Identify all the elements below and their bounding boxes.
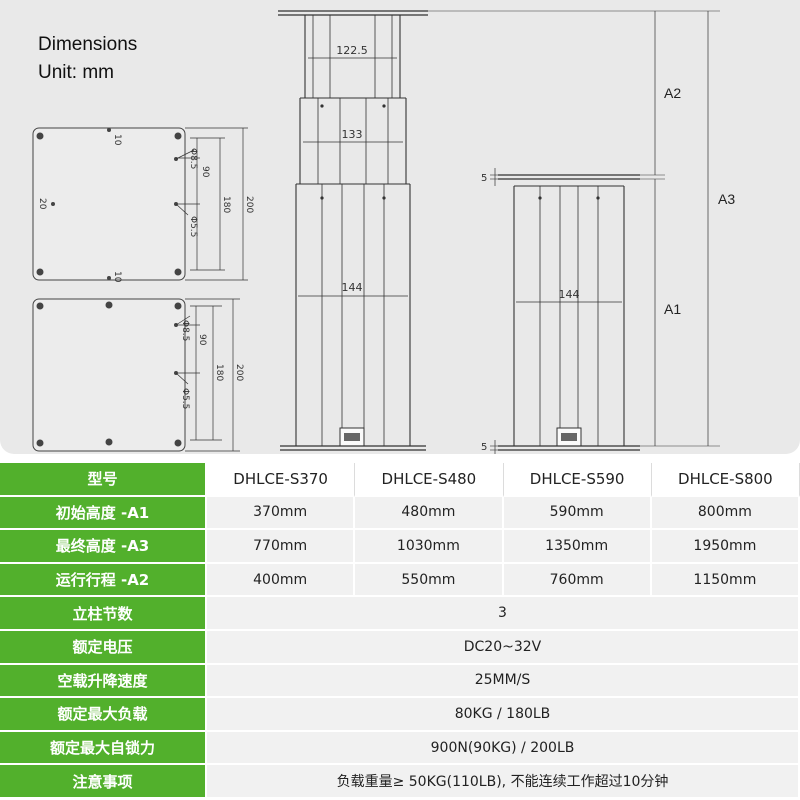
model-name: DHLCE-S590	[503, 463, 652, 497]
top-plate-thickness: 5	[481, 173, 487, 184]
row-value: 370mm	[207, 496, 356, 531]
model-name: DHLCE-S480	[355, 463, 504, 497]
plate-bottom-dim-90: 90	[197, 334, 207, 346]
bottom-plate-thickness: 5	[481, 442, 487, 453]
row-value: 760mm	[503, 563, 652, 598]
row-value: 480mm	[355, 496, 504, 531]
table-row: 额定最大自锁力 900N(90KG) / 200LB	[0, 731, 800, 766]
plate-top-dim-180: 180	[221, 196, 231, 213]
plate-top-dim-phi85: Φ8.5	[188, 148, 198, 169]
plate-top-dim-10-top: 10	[112, 134, 122, 146]
row-label: 注意事项	[0, 765, 207, 799]
model-name: DHLCE-S370	[207, 463, 356, 497]
bottom-mounting-plate	[32, 298, 240, 452]
row-value: 400mm	[207, 563, 356, 598]
row-label: 空载升降速度	[0, 664, 207, 699]
top-mounting-plate	[32, 127, 248, 281]
row-value: 负载重量≥ 50KG(110LB), 不能连续工作超过10分钟	[207, 765, 800, 799]
spec-table: 型号 DHLCE-S370 DHLCE-S480 DHLCE-S590 DHLC…	[0, 463, 800, 799]
extended-column-drawing	[278, 10, 428, 451]
row-value: 550mm	[355, 563, 504, 598]
row-value: DC20~32V	[207, 630, 800, 665]
row-value: 800mm	[651, 496, 800, 531]
table-row: 最终高度 -A3 770mm 1030mm 1350mm 1950mm	[0, 530, 800, 564]
unit-heading: Unit: mm	[38, 62, 114, 83]
table-row: 额定最大负载 80KG / 180LB	[0, 698, 800, 732]
dimensions-heading: Dimensions	[38, 34, 138, 55]
row-label: 额定电压	[0, 630, 207, 665]
plate-bottom-dim-180: 180	[214, 364, 224, 381]
label-a2: A2	[664, 85, 681, 101]
plate-top-dim-10-bottom: 10	[112, 271, 122, 283]
table-row: 初始高度 -A1 370mm 480mm 590mm 800mm	[0, 496, 800, 531]
column-dim-outer: 144	[342, 281, 363, 294]
plate-top-dim-phi55: Φ5.5	[188, 216, 198, 237]
table-row: 空载升降速度 25MM/S	[0, 664, 800, 699]
row-label: 立柱节数	[0, 597, 207, 631]
plate-bottom-dim-200: 200	[234, 364, 244, 381]
row-value: 770mm	[207, 530, 356, 564]
technical-drawing: 10 20 Φ8.5 90 180 200 Φ5.5 10	[32, 10, 735, 454]
row-label: 初始高度 -A1	[0, 496, 207, 531]
table-row: 额定电压 DC20~32V	[0, 630, 800, 665]
column-dim-inner: 122.5	[336, 44, 368, 57]
row-value: 80KG / 180LB	[207, 698, 800, 732]
row-value: 1950mm	[651, 530, 800, 564]
plate-top-dim-200: 200	[244, 196, 254, 213]
plate-top-dim-20: 20	[37, 198, 47, 210]
header-label: 型号	[0, 463, 207, 497]
plate-bottom-dim-phi85: Φ8.5	[180, 320, 190, 341]
row-value: 1150mm	[651, 563, 800, 598]
row-value: 1350mm	[503, 530, 652, 564]
row-value: 25MM/S	[207, 664, 800, 699]
row-value: 1030mm	[355, 530, 504, 564]
retracted-column-drawing	[428, 10, 720, 454]
row-label: 运行行程 -A2	[0, 563, 207, 598]
table-row: 运行行程 -A2 400mm 550mm 760mm 1150mm	[0, 563, 800, 598]
label-a1: A1	[664, 301, 681, 317]
plate-top-dim-90: 90	[200, 166, 210, 178]
row-value: 590mm	[503, 496, 652, 531]
row-value: 900N(90KG) / 200LB	[207, 731, 800, 766]
table-row: 注意事项 负载重量≥ 50KG(110LB), 不能连续工作超过10分钟	[0, 765, 800, 799]
table-row: 立柱节数 3	[0, 597, 800, 631]
row-label: 最终高度 -A3	[0, 530, 207, 564]
row-label: 额定最大负载	[0, 698, 207, 732]
table-header-row: 型号 DHLCE-S370 DHLCE-S480 DHLCE-S590 DHLC…	[0, 463, 800, 497]
retracted-dim-outer: 144	[559, 288, 580, 301]
row-label: 额定最大自锁力	[0, 731, 207, 766]
label-a3: A3	[718, 191, 735, 207]
plate-bottom-dim-phi55: Φ5.5	[180, 388, 190, 409]
model-name: DHLCE-S800	[651, 463, 800, 497]
dimension-drawing-panel: Dimensions Unit: mm	[0, 0, 800, 454]
column-dim-middle: 133	[342, 128, 363, 141]
row-value: 3	[207, 597, 800, 631]
